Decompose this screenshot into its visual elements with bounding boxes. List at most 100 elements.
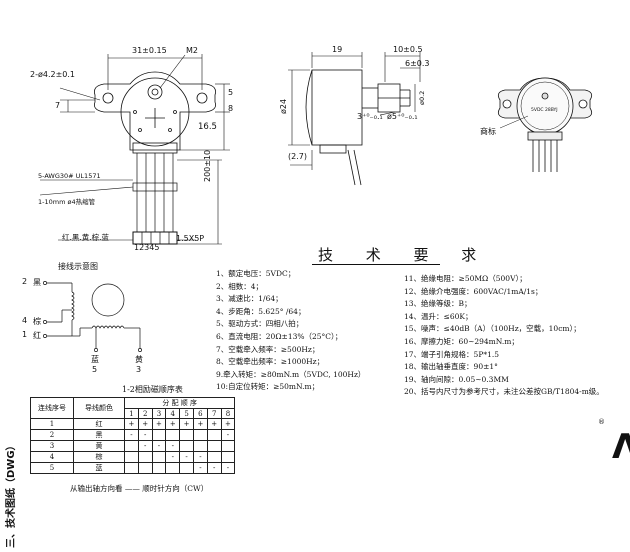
row-cell: + — [137, 418, 153, 431]
step-cell: 1 — [124, 407, 139, 420]
row-number: 3 — [30, 440, 74, 453]
spec-item: 19、轴向间隙：0.05~0.3MM — [404, 374, 509, 384]
row-color: 蓝 — [73, 462, 125, 475]
spec-item: 11、绝缘电阻：≥50MΩ（500V）； — [404, 274, 527, 283]
table-row: 2 黑 - - - — [30, 429, 236, 442]
header-order: 分 配 顺 序 — [123, 397, 236, 409]
step-cell: 2 — [137, 407, 153, 420]
row-cell: + — [179, 418, 194, 431]
row-number: 1 — [30, 418, 74, 431]
row-color: 红 — [73, 418, 125, 431]
shaft-diameter-label: ø5⁺⁰₋₀.₁ — [387, 112, 418, 121]
step-cell: 7 — [206, 407, 222, 420]
spec-item: 9.牵入转矩：≥80mN.m（5VDC, 100Hz） — [216, 369, 366, 379]
page-side-title: 三、技术图纸（DWG） — [6, 440, 17, 548]
side-dimensions — [288, 52, 421, 170]
side-dim-24-label: ø24 — [279, 98, 288, 114]
spec-item: 15、噪声：≤40dB（A）（100Hz，空载，10cm）； — [404, 324, 581, 334]
wire-blue-number: 5 — [92, 365, 98, 374]
registered-mark: ® — [598, 418, 605, 426]
side-dim-19-label: 19 — [332, 45, 343, 54]
row-cell: - — [220, 429, 236, 442]
spec-item: 20、括号内尺寸为参考尺寸，未注公差按GB/T1804-m级。 — [404, 387, 604, 397]
row-cell: - — [165, 451, 181, 464]
screw-label: M2 — [186, 46, 198, 55]
front-view-motor — [94, 71, 216, 154]
motor-photo — [497, 77, 593, 172]
row-cell — [124, 462, 139, 475]
width-dimension-label: 31±0.15 — [132, 46, 167, 55]
sequence-caption: 1-2相励磁顺序表 — [122, 385, 183, 394]
row-cell — [179, 462, 194, 475]
wiring-title: 接线示意图 — [58, 262, 98, 271]
wire-red-label: 红 — [33, 331, 41, 340]
row-cell: - — [137, 429, 153, 442]
spec-item: 1、额定电压：5VDC； — [216, 269, 296, 278]
wire-red-number: 1 — [22, 330, 28, 339]
row-cell — [179, 440, 194, 453]
table-row: 4 棕 - - - — [30, 451, 236, 464]
table-row: 3 黄 - - - — [30, 440, 236, 453]
row-cell — [179, 429, 194, 442]
step-cell: 6 — [192, 407, 208, 420]
header-seq: 连线序号 — [30, 396, 74, 420]
side-dim-2-7-label: (2.7) — [288, 152, 307, 161]
spec-item: 18、输出轴垂直度：90±1° — [404, 362, 498, 372]
step-cell: 3 — [151, 407, 167, 420]
table-header-row: 连线序号 导线颜色 分 配 顺 序 — [30, 396, 236, 420]
row-color: 黄 — [73, 440, 125, 453]
spec-item: 17、端子引角规格：5P*1.5 — [404, 349, 500, 359]
connector-label: 1.5X5P — [176, 234, 205, 243]
wiring-diagram — [43, 281, 142, 352]
row-cell: - — [192, 451, 208, 464]
row-cell: + — [220, 418, 236, 431]
dim-7-label: 7 — [55, 101, 61, 110]
table-row: 5 蓝 - - - — [30, 462, 236, 475]
wire-yellow-label: 黄 — [135, 355, 143, 364]
row-cell — [151, 429, 167, 442]
table-steps-row: 1 2 3 4 5 6 7 8 — [31, 407, 236, 420]
row-number: 5 — [30, 462, 74, 475]
specs-title-underline — [312, 264, 440, 265]
trademark-label: 商标 — [480, 127, 496, 136]
wire-colors-label: 红.黑.黄.棕.蓝 — [62, 233, 110, 242]
side-dim-0-2-label: ø0.2 — [418, 90, 426, 105]
wire-black-number: 2 — [22, 277, 28, 286]
wire-brown-label: 棕 — [33, 317, 41, 326]
row-number: 2 — [30, 429, 74, 442]
spec-item: 5、驱动方式：四相八拍； — [216, 319, 304, 329]
wire-black-label: 黑 — [33, 278, 41, 287]
wire-yellow-number: 3 — [136, 365, 142, 374]
spec-item: 16、摩擦力矩：60~294mN.m； — [404, 336, 519, 346]
dim-8-label: 8 — [228, 104, 234, 113]
specs-left-list: 1、额定电压：5VDC； 2、相数：4； 3、减速比：1/64； 4、步距角：5… — [216, 268, 365, 394]
wire-blue-label: 蓝 — [91, 355, 99, 364]
tube-spec-label: 1-10mm ø4热缩管 — [38, 198, 96, 206]
spec-item: 14、温升：≤60K； — [404, 311, 473, 321]
dim-5-label: 5 — [228, 88, 234, 97]
row-cell — [165, 429, 181, 442]
side-dim-6-label: 6±0.3 — [405, 59, 430, 68]
spec-item: 10:自定位转矩：≥50mN.m； — [216, 382, 320, 392]
spec-item: 8、空载牵出频率：≥1000Hz； — [216, 357, 325, 367]
wire-spec-label: 5-AWG30# UL1571 — [38, 172, 101, 180]
row-cell: + — [165, 418, 181, 431]
spec-item: 7、空载牵入频率：≥500Hz； — [216, 344, 320, 354]
row-cell: - — [151, 440, 167, 453]
row-color: 黑 — [73, 429, 125, 442]
row-cell: - — [192, 462, 208, 475]
row-cell — [206, 429, 222, 442]
row-cell: - — [165, 440, 181, 453]
row-cell: + — [206, 418, 222, 431]
spec-item: 2、相数：4； — [216, 281, 264, 291]
brand-logo-icon: Λ — [612, 427, 630, 467]
row-cell — [151, 451, 167, 464]
row-cell: + — [151, 418, 167, 431]
row-cell — [124, 440, 139, 453]
sequence-table: 连线序号 导线颜色 分 配 顺 序 1 2 3 4 5 6 7 8 1 红 + … — [30, 396, 236, 475]
spec-item: 4、步距角：5.625° /64； — [216, 306, 306, 316]
row-cell — [220, 440, 236, 453]
dim-16-5-label: 16.5 — [198, 122, 217, 132]
row-number: 4 — [30, 451, 74, 464]
